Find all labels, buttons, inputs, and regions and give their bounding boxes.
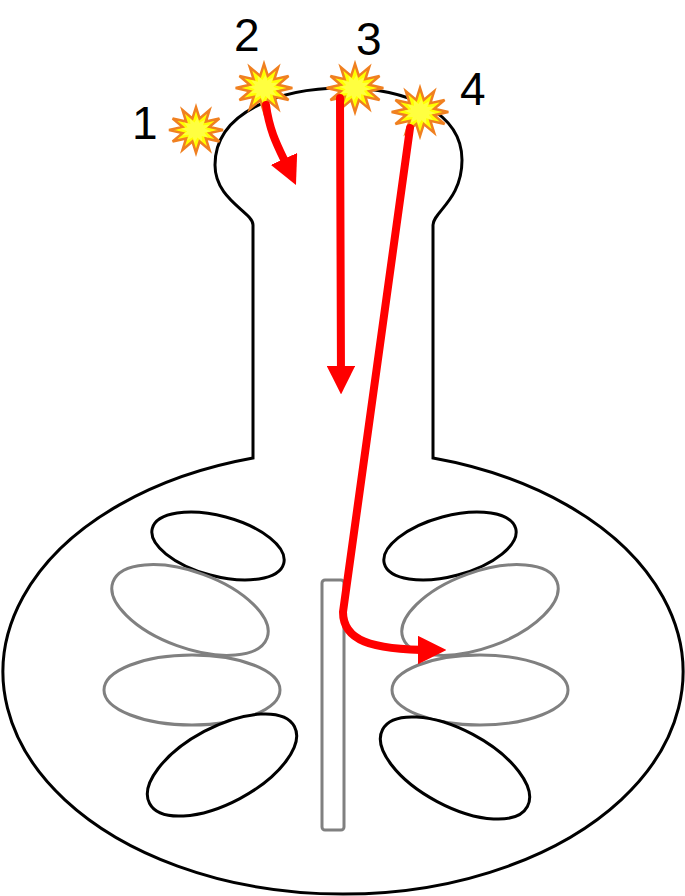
starburst [392,88,449,136]
starburst-core [404,99,435,126]
organelles [100,499,570,840]
red-arrows [266,98,432,650]
callout-number: 3 [356,16,382,62]
starburst-core [248,75,279,102]
callout-number: 2 [234,12,260,58]
callout-number: 4 [460,66,486,112]
starburst [169,107,223,153]
starburst-core [339,75,370,102]
starburst-core [181,117,211,142]
callout-number: 1 [132,100,158,146]
starburst [327,64,384,112]
cell-outline [3,88,683,894]
